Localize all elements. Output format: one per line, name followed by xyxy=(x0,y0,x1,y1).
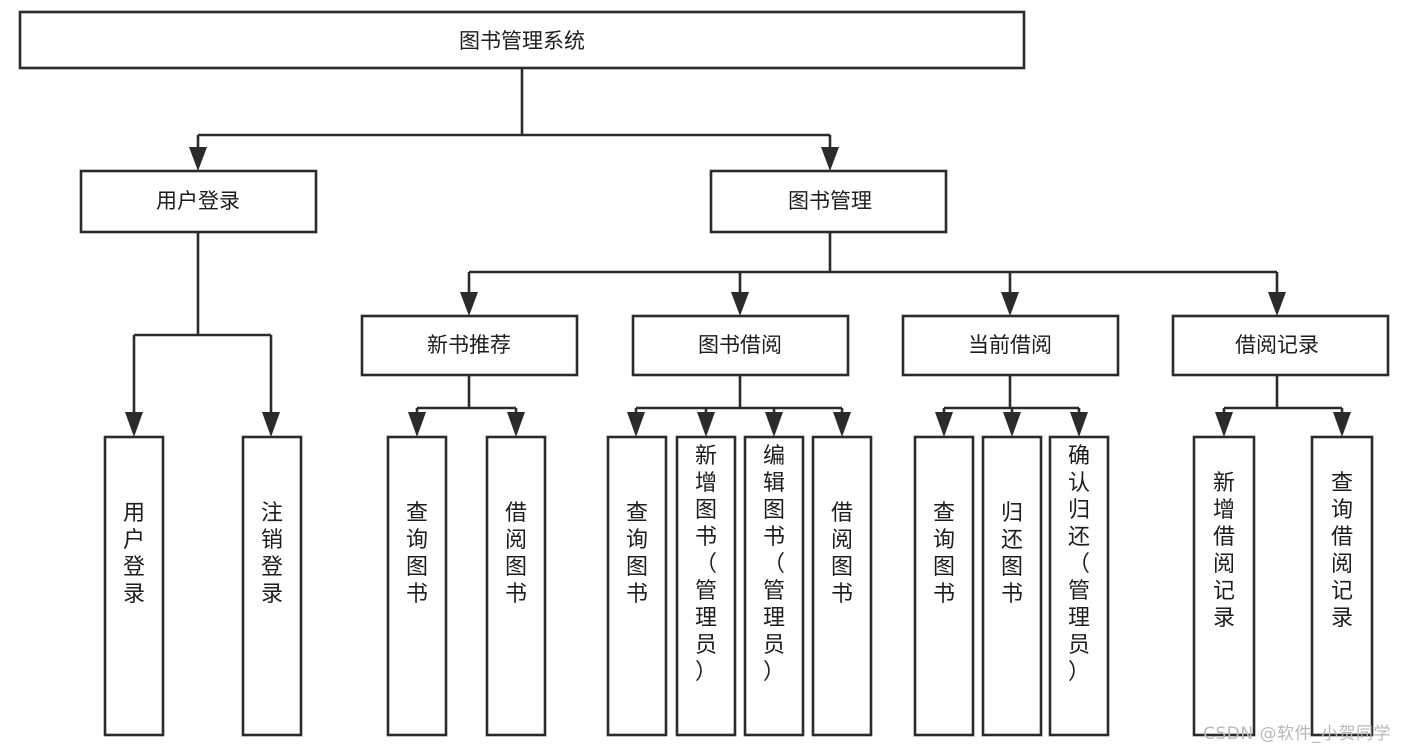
arrow-leaf-borrow-book-2 xyxy=(833,412,851,437)
node-leaf-query-book-1[interactable]: 查询图书 xyxy=(386,435,448,737)
node-leaf-return-book-box[interactable] xyxy=(981,435,1043,737)
arrow-to-current-borrow xyxy=(1001,292,1019,316)
node-book-management-box[interactable] xyxy=(709,169,948,234)
node-leaf-add-book[interactable]: 新增图书（管理员） xyxy=(675,435,737,737)
node-user-login[interactable]: 用户登录 xyxy=(79,169,318,234)
node-leaf-query-book-2-box[interactable] xyxy=(606,435,668,737)
arrow-leaf-user-logout xyxy=(262,412,280,437)
node-user-login-label: 用户登录 xyxy=(156,189,240,213)
arrow-to-book-management xyxy=(821,147,839,171)
node-root-label: 图书管理系统 xyxy=(459,29,585,53)
node-current-borrow-label: 当前借阅 xyxy=(968,333,1052,357)
node-leaf-query-book-3-box[interactable] xyxy=(913,435,975,737)
node-leaf-query-record[interactable]: 查询借阅记录 xyxy=(1310,435,1374,737)
node-leaf-user-login-box[interactable] xyxy=(103,435,165,737)
node-leaf-borrow-book-1[interactable]: 借阅图书 xyxy=(485,435,547,737)
arrow-leaf-borrow-book-1 xyxy=(507,412,525,437)
node-leaf-query-book-1-label: 查询图书 xyxy=(406,501,428,607)
node-leaf-query-book-3[interactable]: 查询图书 xyxy=(913,435,975,737)
arrow-leaf-edit-book xyxy=(765,412,783,437)
node-leaf-borrow-book-2-label: 借阅图书 xyxy=(831,501,853,607)
node-leaf-confirm-return-label: 确认归还（管理员） xyxy=(1068,444,1090,685)
node-leaf-query-record-box[interactable] xyxy=(1310,435,1374,737)
node-borrow-record-box[interactable] xyxy=(1171,314,1390,377)
node-leaf-borrow-book-2-box[interactable] xyxy=(811,435,873,737)
node-leaf-add-record-label: 新增借阅记录 xyxy=(1213,471,1235,631)
node-book-borrow-label: 图书借阅 xyxy=(698,333,782,357)
node-leaf-borrow-book-1-label: 借阅图书 xyxy=(505,501,527,607)
arrow-to-borrow-record xyxy=(1268,292,1286,316)
node-book-management[interactable]: 图书管理 xyxy=(709,169,948,234)
node-leaf-query-record-label: 查询借阅记录 xyxy=(1331,471,1353,631)
arrow-leaf-query-record xyxy=(1333,412,1351,437)
node-leaf-return-book-label: 归还图书 xyxy=(1001,501,1023,607)
node-borrow-record[interactable]: 借阅记录 xyxy=(1171,314,1390,377)
node-user-login-box[interactable] xyxy=(79,169,318,234)
node-new-book-recommend[interactable]: 新书推荐 xyxy=(360,314,579,377)
node-leaf-edit-book-label: 编辑图书（管理员） xyxy=(763,444,785,685)
arrow-to-new-book xyxy=(460,292,478,316)
node-leaf-add-record[interactable]: 新增借阅记录 xyxy=(1192,435,1256,737)
node-current-borrow-box[interactable] xyxy=(901,314,1120,377)
node-leaf-borrow-book-2[interactable]: 借阅图书 xyxy=(811,435,873,737)
node-new-book-recommend-box[interactable] xyxy=(360,314,579,377)
arrow-leaf-add-book xyxy=(697,412,715,437)
node-leaf-add-book-label: 新增图书（管理员） xyxy=(695,444,717,685)
node-leaf-return-book[interactable]: 归还图书 xyxy=(981,435,1043,737)
node-book-management-label: 图书管理 xyxy=(788,189,872,213)
node-leaf-add-record-box[interactable] xyxy=(1192,435,1256,737)
node-leaf-borrow-book-1-box[interactable] xyxy=(485,435,547,737)
arrow-to-user-login xyxy=(189,147,207,171)
connector-group xyxy=(125,68,1351,437)
node-new-book-recommend-label: 新书推荐 xyxy=(427,333,511,357)
node-leaf-user-logout-label: 注销登录 xyxy=(261,501,283,607)
node-leaf-user-login-label: 用户登录 xyxy=(123,501,145,607)
node-leaf-user-logout-box[interactable] xyxy=(241,435,303,737)
node-leaf-query-book-3-label: 查询图书 xyxy=(933,501,955,607)
node-leaf-add-book-box[interactable] xyxy=(675,435,737,737)
node-book-borrow-box[interactable] xyxy=(631,314,850,377)
node-book-borrow[interactable]: 图书借阅 xyxy=(631,314,850,377)
node-leaf-edit-book-box[interactable] xyxy=(743,435,805,737)
node-root-box[interactable] xyxy=(18,10,1026,70)
node-leaf-user-logout[interactable]: 注销登录 xyxy=(241,435,303,737)
node-current-borrow[interactable]: 当前借阅 xyxy=(901,314,1120,377)
arrow-leaf-user-login xyxy=(125,412,143,437)
node-leaf-confirm-return-box[interactable] xyxy=(1048,435,1110,737)
arrow-to-book-borrow xyxy=(731,292,749,316)
node-leaf-query-book-1-box[interactable] xyxy=(386,435,448,737)
arrow-leaf-query-book-2 xyxy=(627,412,645,437)
node-leaf-user-login[interactable]: 用户登录 xyxy=(103,435,165,737)
arrow-leaf-query-book-1 xyxy=(408,412,426,437)
arrow-leaf-query-book-3 xyxy=(935,412,953,437)
arrow-leaf-confirm-return xyxy=(1070,412,1088,437)
node-root[interactable]: 图书管理系统 xyxy=(18,10,1026,70)
node-leaf-edit-book[interactable]: 编辑图书（管理员） xyxy=(743,435,805,737)
node-borrow-record-label: 借阅记录 xyxy=(1235,333,1319,357)
arrow-leaf-return-book xyxy=(1003,412,1021,437)
node-leaf-query-book-2[interactable]: 查询图书 xyxy=(606,435,668,737)
node-leaf-query-book-2-label: 查询图书 xyxy=(626,501,648,607)
node-leaf-confirm-return[interactable]: 确认归还（管理员） xyxy=(1048,435,1110,737)
arrow-leaf-add-record xyxy=(1215,412,1233,437)
